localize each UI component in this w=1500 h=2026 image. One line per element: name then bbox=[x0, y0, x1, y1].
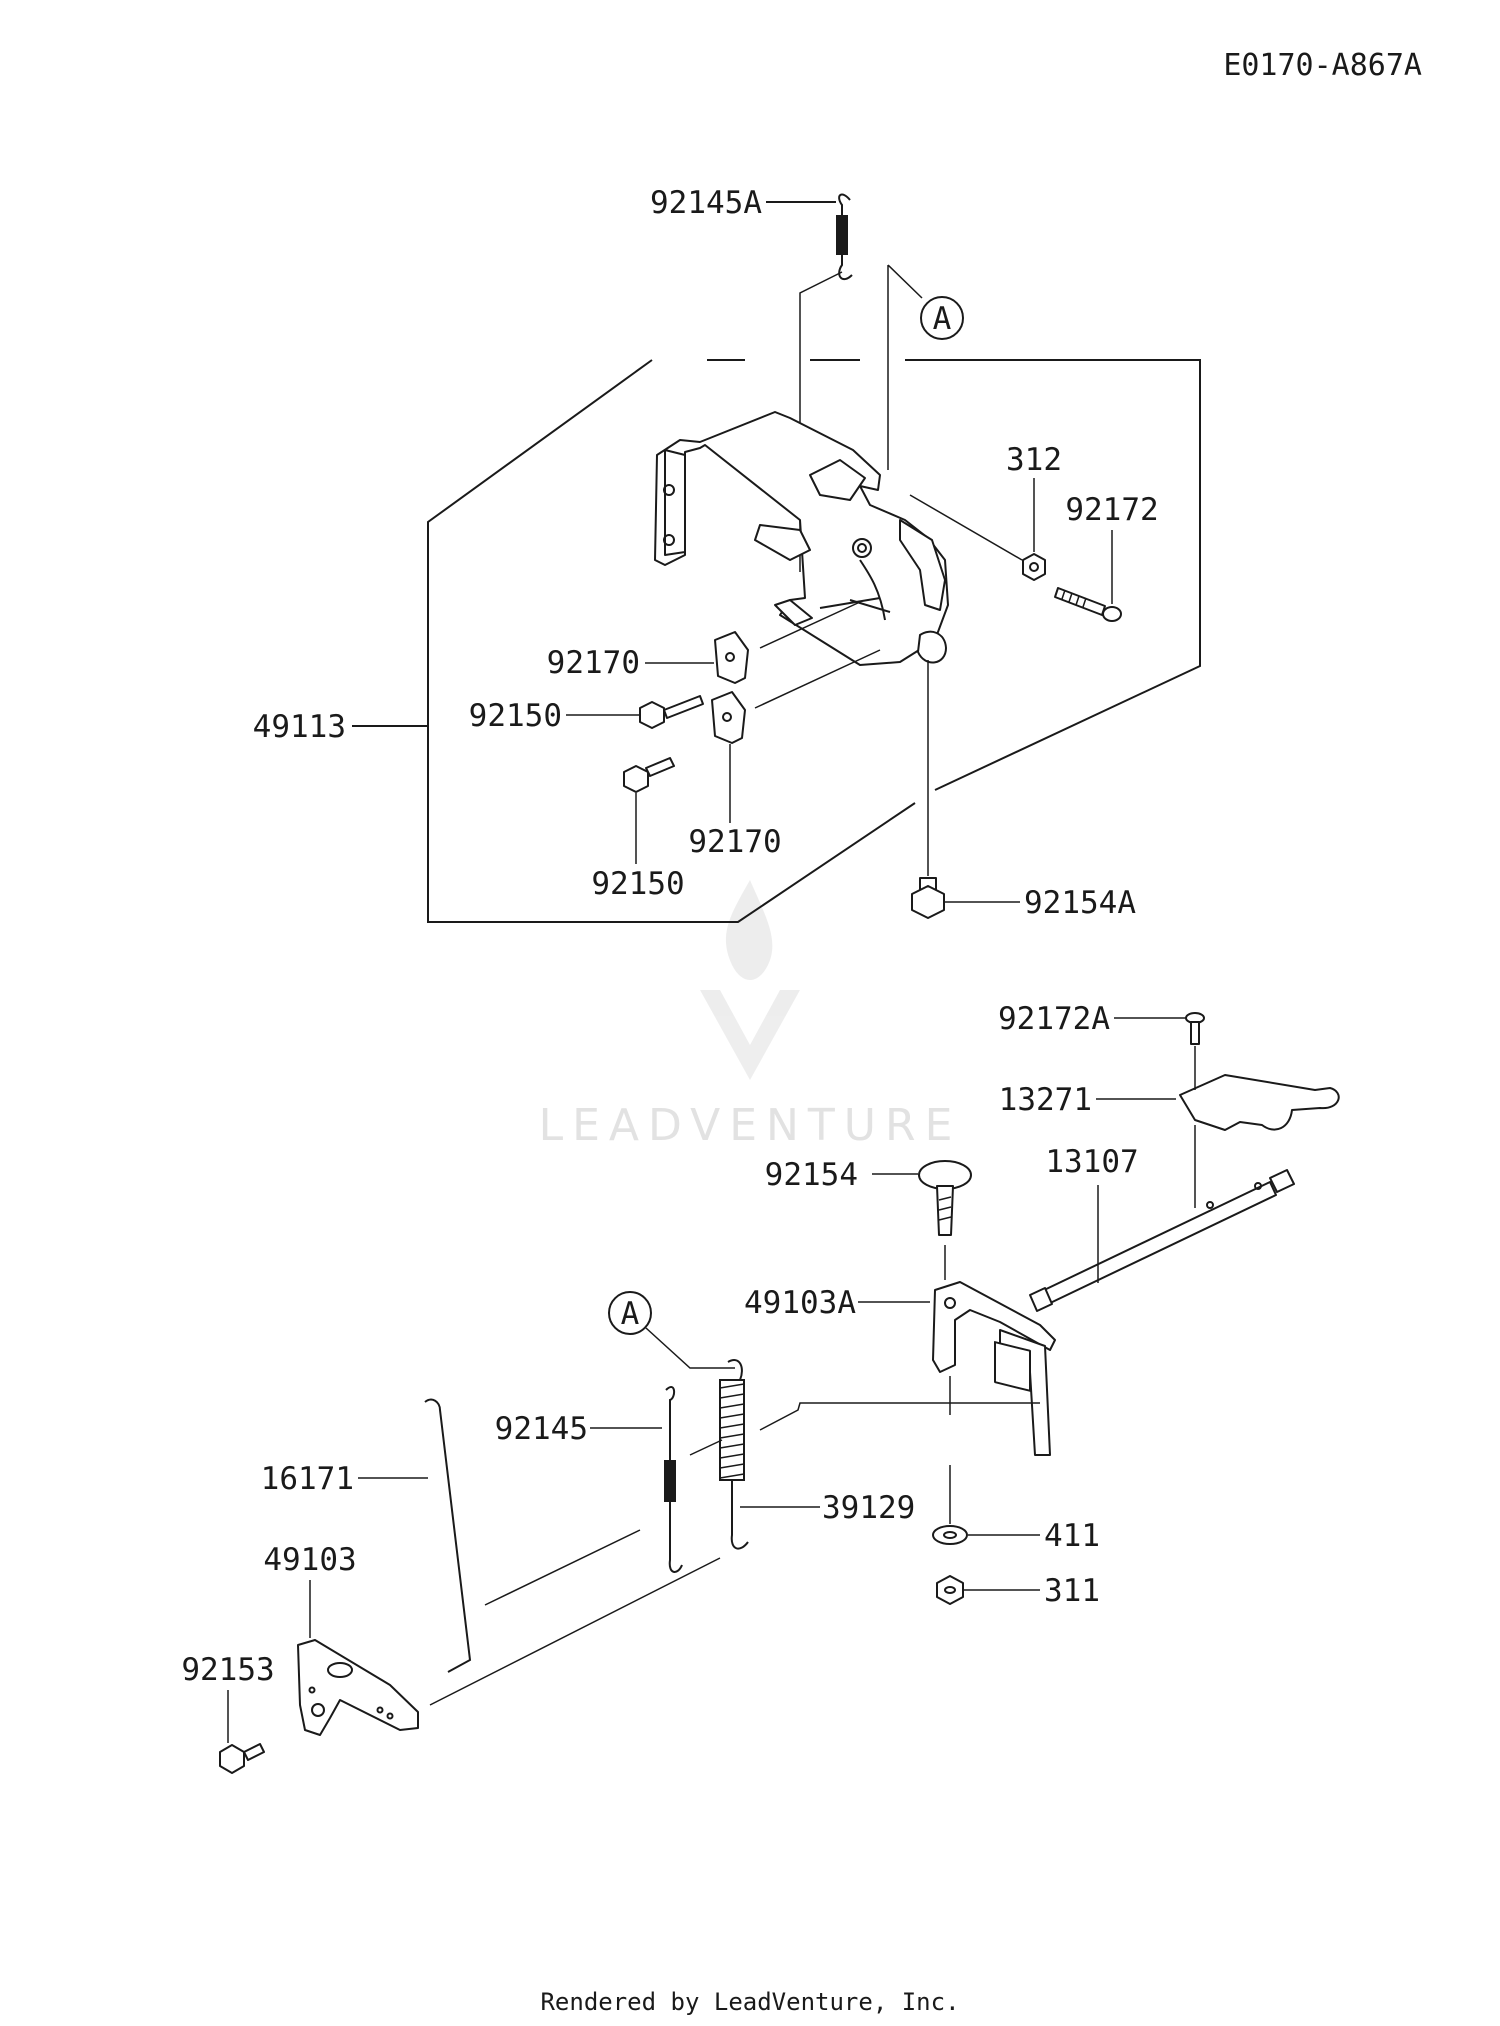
label-92154A: 92154A bbox=[1024, 885, 1136, 921]
guide-39129 bbox=[759, 1402, 1040, 1431]
label-13107: 13107 bbox=[1045, 1144, 1138, 1180]
spring-39129 bbox=[719, 1359, 749, 1550]
callout-a-bottom bbox=[608, 1291, 652, 1335]
bolt-92154A bbox=[911, 877, 945, 919]
label-49113: 49113 bbox=[253, 709, 346, 745]
footer-credit: Rendered by LeadVenture, Inc. bbox=[540, 1988, 959, 2016]
nut-312 bbox=[1022, 553, 1046, 581]
diagram-code: E0170-A867A bbox=[1223, 48, 1422, 83]
label-92150-lower: 92150 bbox=[591, 866, 684, 902]
rod-16171 bbox=[424, 1398, 472, 1673]
callout-a-top-letter: A bbox=[933, 301, 952, 337]
washer-411 bbox=[932, 1525, 968, 1545]
guide-312 bbox=[909, 494, 1023, 561]
shaft-13107 bbox=[1029, 1169, 1295, 1312]
bolt-92150-upper bbox=[639, 695, 704, 729]
screw-92172 bbox=[1054, 587, 1122, 622]
lever-49103 bbox=[297, 1639, 419, 1736]
label-92145A: 92145A bbox=[650, 185, 762, 221]
callout-a-top bbox=[920, 296, 964, 340]
clip-92170-upper bbox=[714, 631, 749, 684]
screw-92172A bbox=[1185, 1012, 1205, 1045]
guide-92170-upper bbox=[759, 601, 861, 649]
label-39129: 39129 bbox=[822, 1490, 915, 1526]
watermark-text: LEADVENTURE bbox=[539, 1100, 962, 1151]
spring-92145 bbox=[664, 1386, 683, 1573]
label-312: 312 bbox=[1006, 442, 1062, 478]
assembly-bracket-49113 bbox=[427, 359, 1201, 923]
plate-13271 bbox=[1179, 1074, 1340, 1131]
control-plate bbox=[654, 411, 949, 666]
callout-a-top-leader bbox=[887, 264, 923, 470]
label-92172A: 92172A bbox=[998, 1001, 1110, 1037]
bolt-92150-lower bbox=[623, 757, 675, 793]
lever-49103A bbox=[932, 1281, 1056, 1456]
label-49103A: 49103A bbox=[744, 1285, 856, 1321]
bolt-92154 bbox=[918, 1160, 972, 1236]
guide-92145 bbox=[689, 1439, 723, 1456]
label-49103: 49103 bbox=[263, 1542, 356, 1578]
bolt-92153 bbox=[219, 1743, 265, 1774]
label-92150-upper: 92150 bbox=[469, 698, 562, 734]
label-92145: 92145 bbox=[495, 1411, 588, 1447]
label-411: 411 bbox=[1044, 1518, 1100, 1554]
label-16171: 16171 bbox=[261, 1461, 354, 1497]
nut-311 bbox=[936, 1575, 964, 1605]
callout-a-bottom-letter: A bbox=[621, 1296, 640, 1332]
clip-92170-lower bbox=[711, 691, 746, 744]
watermark-logo bbox=[700, 880, 800, 1080]
label-92154: 92154 bbox=[765, 1157, 858, 1193]
label-13271: 13271 bbox=[999, 1082, 1092, 1118]
guide-16171 bbox=[429, 1529, 721, 1706]
label-92170-upper: 92170 bbox=[547, 645, 640, 681]
spring-92145A bbox=[836, 193, 853, 281]
label-92170-lower: 92170 bbox=[688, 824, 781, 860]
guide-92170-lower bbox=[754, 649, 881, 709]
label-92153: 92153 bbox=[181, 1652, 274, 1688]
callout-a-bottom-leader bbox=[645, 1327, 735, 1369]
label-92172: 92172 bbox=[1065, 492, 1158, 528]
label-311: 311 bbox=[1044, 1573, 1100, 1609]
